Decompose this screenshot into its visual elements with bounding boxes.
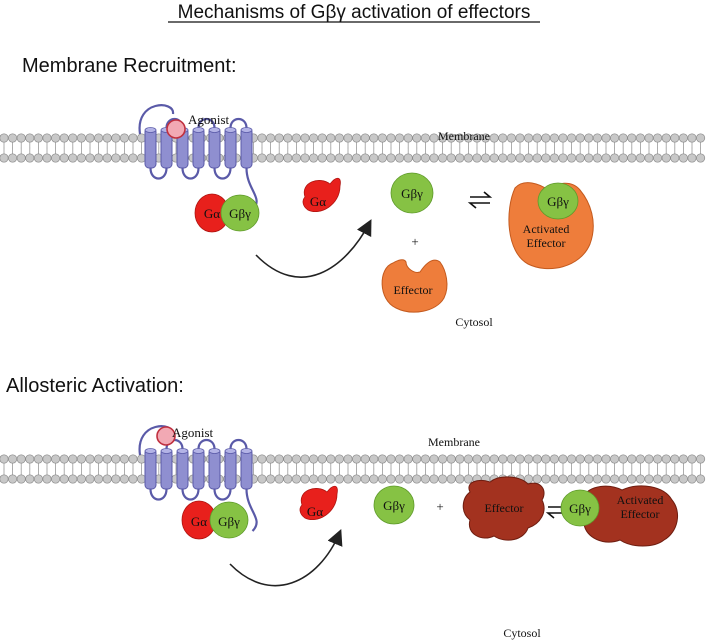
- plus-sign: +: [411, 234, 418, 249]
- g-alpha-released-label: Gα: [310, 194, 326, 209]
- g-beta-gamma-bound-label: Gβγ: [547, 194, 569, 209]
- agonist-ligand: [166, 119, 186, 139]
- membrane-label: Membrane: [438, 129, 490, 143]
- effector-protein: [381, 259, 448, 313]
- g-beta-gamma-subunit: [220, 194, 260, 232]
- cytosol-label: Cytosol: [455, 315, 493, 329]
- g-beta-gamma-free: [373, 485, 415, 525]
- g-beta-gamma-bound: [537, 182, 579, 220]
- gpcr-receptor: [138, 104, 258, 211]
- panel-heading: Allosteric Activation:: [6, 375, 184, 397]
- panel-heading: Membrane Recruitment:: [22, 55, 237, 77]
- gpcr-receptor: [138, 425, 258, 532]
- effector-protein: [462, 476, 545, 541]
- release-arrow: [255, 219, 372, 278]
- g-beta-gamma-bound-label: Gβγ: [569, 501, 591, 516]
- g-alpha-released: [299, 485, 338, 520]
- release-arrow: [229, 529, 343, 587]
- panel-membrane-recruitment: Membrane Recruitment: Agonist Membrane G…: [0, 55, 706, 329]
- agonist-ligand: [156, 426, 176, 446]
- g-beta-gamma-free-label: Gβγ: [383, 498, 405, 513]
- g-alpha-released-label: Gα: [307, 504, 323, 519]
- g-beta-gamma-bound: [560, 489, 600, 527]
- cytosol-label: Cytosol: [503, 626, 541, 640]
- equilibrium-arrows: [467, 191, 493, 209]
- g-beta-gamma-label: Gβγ: [218, 514, 240, 529]
- lipid-bilayer: [0, 454, 706, 484]
- g-beta-gamma-free-label: Gβγ: [401, 186, 423, 201]
- g-alpha-label: Gα: [204, 206, 220, 221]
- g-beta-gamma-free: [390, 172, 434, 214]
- g-beta-gamma-label: Gβγ: [229, 206, 251, 221]
- lipid-bilayer: [0, 133, 706, 163]
- diagram-title: Mechanisms of Gβγ activation of effector…: [178, 2, 531, 23]
- agonist-label: Agonist: [188, 112, 230, 127]
- membrane-label: Membrane: [428, 435, 480, 449]
- panel-allosteric-activation: Allosteric Activation: Agonist Membrane …: [0, 375, 706, 640]
- agonist-label: Agonist: [172, 425, 214, 440]
- effector-label: Effector: [393, 283, 432, 297]
- g-alpha-label: Gα: [191, 514, 207, 529]
- g-beta-gamma-subunit: [209, 501, 249, 539]
- effector-label: Effector: [484, 501, 523, 515]
- plus-sign: +: [436, 499, 443, 514]
- g-alpha-released: [302, 177, 341, 212]
